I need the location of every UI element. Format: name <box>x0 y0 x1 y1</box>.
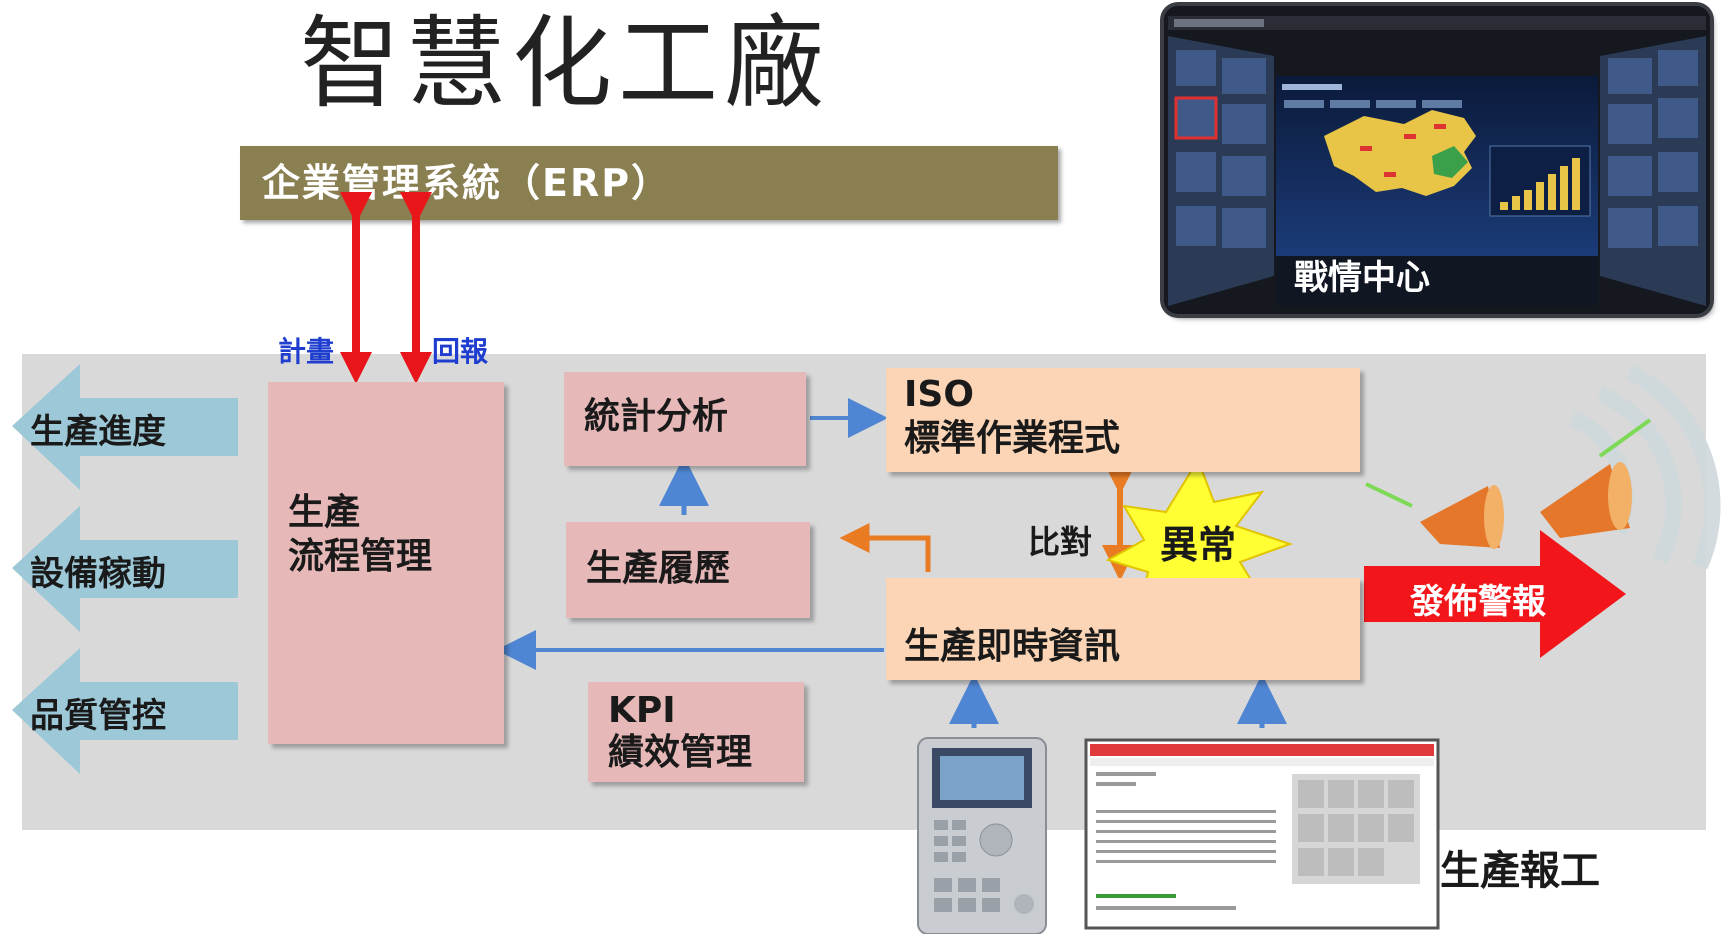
alarm-arrow-shape <box>1364 530 1626 658</box>
plan-label: 計畫 <box>278 335 335 368</box>
statistics-label: 統計分析 <box>584 396 729 437</box>
iso-line2: 標準作業程式 <box>904 418 1121 459</box>
process-management-line1: 生產 <box>288 492 361 533</box>
megaphones <box>1365 418 1652 549</box>
progress-arrow-shape <box>12 364 238 490</box>
utilization-arrow-shape <box>12 506 238 632</box>
production-history-label: 生產履歷 <box>586 548 731 589</box>
realtime-to-history-arrow <box>839 523 931 572</box>
realtime-info-box: 生產即時資訊 <box>886 578 1360 680</box>
page-title: 智慧化工廠 <box>300 5 830 122</box>
kpi-line2: 績效管理 <box>608 732 753 773</box>
alarm-label: 發佈警報 <box>1410 582 1546 622</box>
process-management-box: 生產 流程管理 <box>268 382 504 744</box>
war-room-screen: 戰情中心 <box>1164 6 1710 314</box>
left-output-arrows <box>12 364 238 774</box>
handheld-terminal <box>917 737 1047 934</box>
kpi-box: KPI 績效管理 <box>588 682 804 782</box>
production-progress-label: 生產進度 <box>30 412 166 452</box>
compare-label: 比對 <box>1028 523 1093 561</box>
quality-arrow-shape <box>12 648 238 774</box>
process-management-line2: 流程管理 <box>288 536 433 577</box>
erp-system-bar: 企業管理系統（ERP） <box>240 146 1058 220</box>
iso-sop-box: ISO 標準作業程式 <box>886 368 1360 472</box>
iso-line1: ISO <box>904 374 974 415</box>
kpi-line1: KPI <box>608 690 676 731</box>
quality-control-label: 品質管控 <box>30 696 166 736</box>
production-report-label: 生產報工 <box>1440 848 1600 894</box>
war-room-label: 戰情中心 <box>1294 258 1430 298</box>
statistics-box: 統計分析 <box>564 372 806 466</box>
abnormal-label: 異常 <box>1160 523 1237 567</box>
pc-report-screen <box>1084 738 1440 930</box>
equipment-utilization-label: 設備稼動 <box>30 554 166 594</box>
realtime-info-label: 生產即時資訊 <box>904 626 1121 667</box>
production-history-box: 生產履歷 <box>566 522 810 618</box>
signal-waves <box>1568 364 1721 570</box>
report-back-label: 回報 <box>432 335 489 368</box>
war-room-image <box>1164 6 1710 314</box>
